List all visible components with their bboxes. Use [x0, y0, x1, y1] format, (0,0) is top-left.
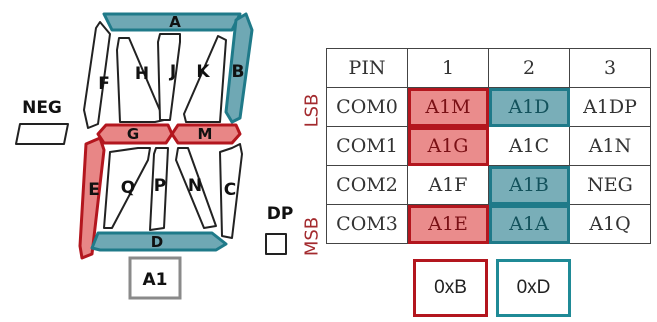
segment-k [183, 35, 227, 123]
segment-f-label: F [98, 74, 110, 94]
segment-p [149, 147, 169, 231]
table-cell: A1B [488, 165, 570, 205]
dp-segment [265, 233, 287, 255]
segment-e [78, 136, 106, 260]
segment-q-label: Q [121, 178, 135, 198]
lsb-label: LSB [301, 93, 323, 128]
com-cell: COM2 [326, 165, 408, 205]
segment-a [102, 12, 242, 32]
segment-m [170, 123, 242, 145]
segment-j [157, 33, 181, 121]
header-cell: 3 [569, 48, 651, 88]
segment-p-label: P [154, 176, 166, 196]
header-cell: 2 [488, 48, 570, 88]
table-cell: A1Q [569, 204, 651, 244]
segment-h-label: H [135, 64, 149, 84]
table-cell: NEG [569, 165, 651, 205]
table-cell: A1D [488, 87, 570, 127]
table-cell: A1C [488, 126, 570, 166]
segment-d-label: D [151, 233, 163, 251]
digit-label: A1 [143, 270, 168, 290]
segment-e-label: E [88, 180, 100, 200]
table-cell: A1N [569, 126, 651, 166]
segment-n-label: N [188, 176, 202, 196]
table-row: COM3 A1E A1A A1Q [326, 204, 651, 244]
segment-q [103, 147, 151, 229]
segment-k-label: K [196, 62, 210, 82]
table-cell: A1DP [569, 87, 651, 127]
hex-value-col1: 0xB [413, 259, 488, 317]
segment-c-label: C [224, 180, 236, 200]
segment-b-label: B [232, 62, 245, 82]
table-cell: A1M [407, 87, 489, 127]
com-cell: COM1 [326, 126, 408, 166]
table-cell: A1E [407, 204, 489, 244]
segment-g-label: G [127, 125, 139, 143]
hex-value-col2: 0xD [496, 259, 571, 317]
table-row: COM0 A1M A1D A1DP [326, 87, 651, 127]
segment-d [90, 231, 228, 252]
neg-label: NEG [22, 98, 62, 118]
dp-label: DP [267, 204, 294, 224]
segment-a-label: A [169, 13, 181, 31]
table-row: COM2 A1F A1B NEG [326, 165, 651, 205]
header-cell: 1 [407, 48, 489, 88]
com-cell: COM3 [326, 204, 408, 244]
table-cell: A1F [407, 165, 489, 205]
segment-b [224, 12, 254, 124]
segment-j-label: J [169, 62, 176, 82]
table-cell: A1G [407, 126, 489, 166]
digit-box [128, 256, 182, 300]
segment-f [83, 21, 111, 129]
table-cell: A1A [488, 204, 570, 244]
com-cell: COM0 [326, 87, 408, 127]
segment-h [116, 37, 165, 123]
sixteen-segment-diagram: A F H J K B G M E Q P N C D NEG DP A1 [15, 12, 294, 300]
table-header-row: PIN 1 2 3 [326, 48, 651, 88]
neg-segment [15, 123, 69, 145]
pin-mapping-table: PIN 1 2 3 COM0 A1M A1D A1DP COM1 A1G A1C… [326, 48, 651, 244]
header-cell: PIN [326, 48, 408, 88]
segment-c [219, 143, 243, 239]
table-row: COM1 A1G A1C A1N [326, 126, 651, 166]
segment-n [175, 147, 217, 229]
segment-m-label: M [198, 125, 213, 143]
msb-label: MSB [301, 216, 323, 257]
